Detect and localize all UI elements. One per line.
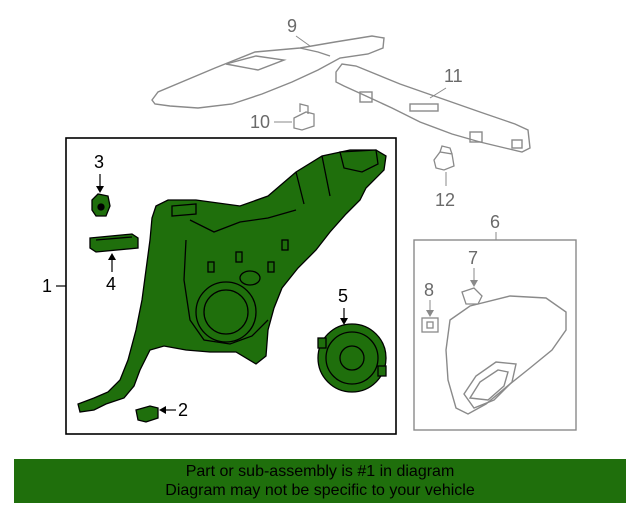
banner-line-1: Part or sub-assembly is #1 in diagram xyxy=(185,463,455,480)
banner-line-2: Diagram may not be specific to your vehi… xyxy=(165,482,475,499)
part-4-switch[interactable] xyxy=(89,233,139,253)
callout-6: 6 xyxy=(490,212,500,232)
callout-4: 4 xyxy=(106,274,116,294)
callout-3: 3 xyxy=(94,152,104,172)
info-banner: Part or sub-assembly is #1 in diagram Di… xyxy=(14,459,626,503)
part-10-clip[interactable] xyxy=(293,103,315,131)
part-6-trim-shell[interactable] xyxy=(445,295,567,415)
part-8-clip[interactable] xyxy=(421,317,439,333)
callout-11: 11 xyxy=(444,66,463,86)
arrow-3 xyxy=(96,186,104,193)
callout-9: 9 xyxy=(287,16,297,36)
callout-5: 5 xyxy=(338,286,348,306)
part-11-bracket[interactable] xyxy=(335,63,531,153)
arrow-2 xyxy=(159,406,166,414)
callout-8: 8 xyxy=(424,280,434,300)
part-12-clip[interactable] xyxy=(433,145,455,171)
arrow-5 xyxy=(340,318,348,325)
callout-12: 12 xyxy=(435,190,455,210)
arrow-7 xyxy=(470,280,478,287)
callout-7: 7 xyxy=(468,248,478,268)
part-3-clip[interactable] xyxy=(91,193,111,217)
arrow-4 xyxy=(108,253,116,260)
leader-11 xyxy=(429,87,447,99)
part-9-trim-molding[interactable] xyxy=(151,35,385,109)
callout-1: 1 xyxy=(42,276,52,296)
arrow-8 xyxy=(426,310,434,317)
callout-2: 2 xyxy=(178,400,188,420)
assembly-6-frame xyxy=(413,239,577,431)
part-7-clip[interactable] xyxy=(461,287,483,305)
leader-9 xyxy=(295,35,311,47)
part-2-clip[interactable] xyxy=(135,405,159,423)
part-1-quarter-trim-panel[interactable] xyxy=(77,149,387,413)
callout-10: 10 xyxy=(250,112,270,132)
part-5-speaker[interactable] xyxy=(317,323,387,393)
